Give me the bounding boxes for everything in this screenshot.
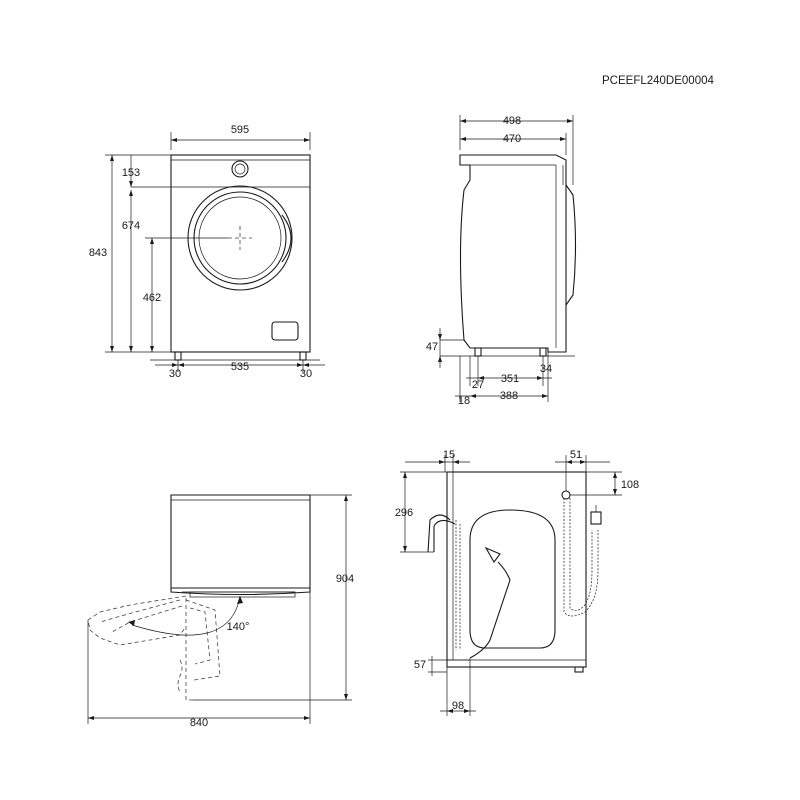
- front-body-outline: [170, 154, 311, 353]
- dim-side-foot-span: 351: [501, 373, 519, 385]
- dim-rear-drain-offset: 15: [443, 449, 455, 461]
- dim-door-total-depth: 840: [190, 717, 208, 729]
- drain-hose-loop: [427, 514, 451, 553]
- power-plug: [484, 546, 501, 563]
- dim-door-angle: 140°: [227, 621, 250, 633]
- dim-front-width: 595: [231, 124, 249, 136]
- dim-side-base-depth: 388: [500, 390, 518, 402]
- dim-rear-inlet-height: 108: [621, 479, 639, 491]
- filter-flap: [271, 321, 299, 341]
- rear-service-panel: [469, 509, 556, 649]
- top-front-edge: [170, 588, 311, 596]
- side-foot-rear: [474, 347, 482, 357]
- front-foot-left: [174, 351, 182, 361]
- top-door-closed: [189, 591, 296, 598]
- program-knob: [231, 160, 249, 178]
- side-foot-front: [539, 347, 547, 357]
- dim-front-total-height: 843: [89, 247, 107, 259]
- dim-side-depth-overall: 498: [503, 115, 521, 127]
- dim-rear-bottom-offset: 57: [414, 659, 426, 671]
- inlet-hose-fitting: [590, 511, 602, 525]
- dim-rear-drain-hose-height: 296: [395, 507, 413, 519]
- dim-front-top-height: 153: [122, 167, 140, 179]
- rear-body-outline: [446, 471, 587, 668]
- dim-front-door-from-floor: 462: [143, 292, 161, 304]
- front-foot-right: [299, 351, 307, 361]
- door-open-view: 140° 904 840: [87, 494, 354, 729]
- dim-side-foot-offset-rear: 34: [540, 363, 552, 375]
- dim-side-foot-offset-front: 27: [472, 379, 484, 391]
- inlet-connector: [561, 490, 571, 500]
- inlet-hose: [563, 498, 599, 617]
- dim-front-foot-right: 30: [300, 368, 312, 380]
- front-view: 595 843 153 674 462 30 535 30: [89, 124, 325, 380]
- program-knob-inner: [234, 163, 246, 175]
- dim-front-foot-span: 535: [231, 361, 249, 373]
- rear-view: 15 51 108 296 57 98: [395, 449, 639, 716]
- top-body-outline: [170, 494, 311, 589]
- dim-front-foot-left: 30: [169, 368, 181, 380]
- dim-door-total-height: 904: [336, 573, 354, 585]
- model-code: PCEEFL240DE00004: [602, 75, 714, 87]
- dim-side-foot-height: 47: [426, 341, 438, 353]
- door-handle: [281, 214, 292, 263]
- door-angle-arc: [131, 595, 241, 636]
- dim-side-depth-body: 470: [503, 133, 521, 145]
- open-door-outline: [87, 595, 187, 646]
- side-door-profile: [565, 184, 577, 306]
- dim-rear-inlet-offset: 51: [570, 449, 582, 461]
- dim-side-inset-front: 18: [458, 395, 470, 407]
- side-body-outline: [459, 154, 567, 353]
- open-door-swing-edge: [185, 598, 193, 701]
- dim-front-door-height: 674: [122, 220, 140, 232]
- dim-rear-drain-width: 98: [452, 700, 464, 712]
- side-view: 498 470 47 27 351 34 18 388: [426, 115, 577, 407]
- power-cable: [469, 561, 511, 659]
